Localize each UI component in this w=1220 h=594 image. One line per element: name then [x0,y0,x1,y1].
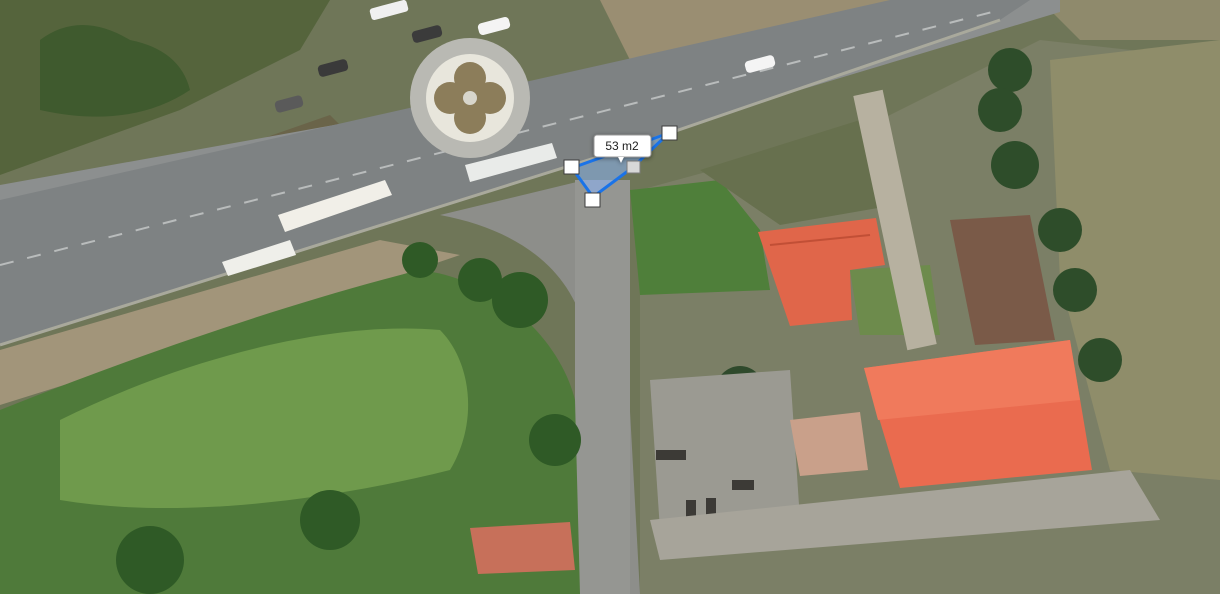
tree-cluster [40,25,190,117]
area-label-text: 53 m2 [605,139,639,153]
area-label: 53 m2 [593,134,652,163]
vehicles [222,0,776,276]
building-annex [790,412,868,476]
building-north[interactable] [758,218,885,326]
tree-row-east [978,48,1122,382]
lawn-west [630,180,770,295]
field-northeast [1040,0,1220,40]
building-main-roof-shade [864,340,1080,420]
terraced-garden [700,120,895,225]
parking-lot[interactable] [650,370,800,530]
vertex-handle[interactable] [584,192,601,208]
roundabout-center [463,91,477,105]
sand-strip [0,240,460,405]
vertex-handle[interactable] [626,160,641,174]
vertex-handle[interactable] [661,125,678,141]
meadow [60,328,469,509]
area-measurement[interactable]: 53 m2 [563,125,678,208]
building-north-ridge [769,234,871,246]
pathway[interactable] [853,89,937,351]
roundabout-flower-bed [434,62,506,134]
building-southwest[interactable] [470,522,575,574]
vertex-handle[interactable] [563,159,580,175]
parked-cars [656,450,754,520]
dirt-lot [950,215,1055,345]
access-road[interactable] [575,180,630,594]
tree-canopy [116,242,581,594]
paved-forecourt[interactable] [650,470,1160,560]
